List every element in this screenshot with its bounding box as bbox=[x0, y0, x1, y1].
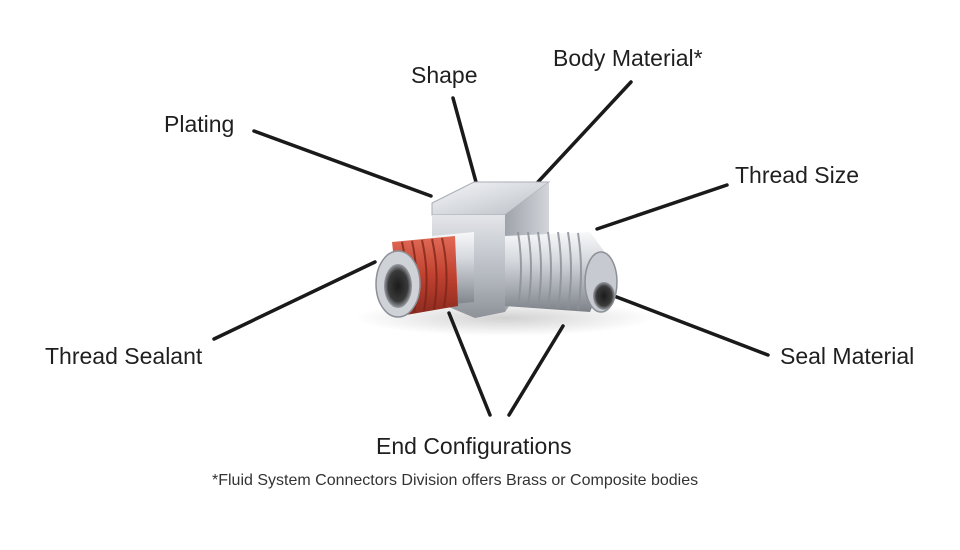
flare-bore bbox=[593, 282, 615, 310]
leader-line-plating bbox=[252, 129, 433, 198]
leader-line-shape bbox=[451, 96, 478, 184]
leader-line-body-material bbox=[536, 80, 633, 184]
label-plating: Plating bbox=[164, 111, 235, 137]
elbow-fitting bbox=[375, 181, 618, 318]
leader-lines bbox=[212, 80, 770, 417]
leader-line-thread-sealant bbox=[212, 260, 377, 341]
leader-line-end-config-left bbox=[447, 311, 492, 417]
pipe-bore bbox=[384, 264, 412, 308]
label-seal-material: Seal Material bbox=[780, 343, 915, 369]
flare-threads bbox=[517, 231, 582, 311]
label-shape: Shape bbox=[411, 62, 478, 88]
label-thread-sealant: Thread Sealant bbox=[45, 343, 203, 369]
label-thread-size: Thread Size bbox=[735, 162, 860, 188]
leader-line-end-config-right bbox=[507, 324, 565, 417]
label-end-configurations: End Configurations bbox=[376, 433, 572, 459]
label-body-material: Body Material* bbox=[553, 45, 703, 71]
leader-line-thread-size bbox=[595, 183, 729, 231]
leader-line-seal-material bbox=[612, 294, 770, 357]
footnote: *Fluid System Connectors Division offers… bbox=[212, 472, 699, 489]
